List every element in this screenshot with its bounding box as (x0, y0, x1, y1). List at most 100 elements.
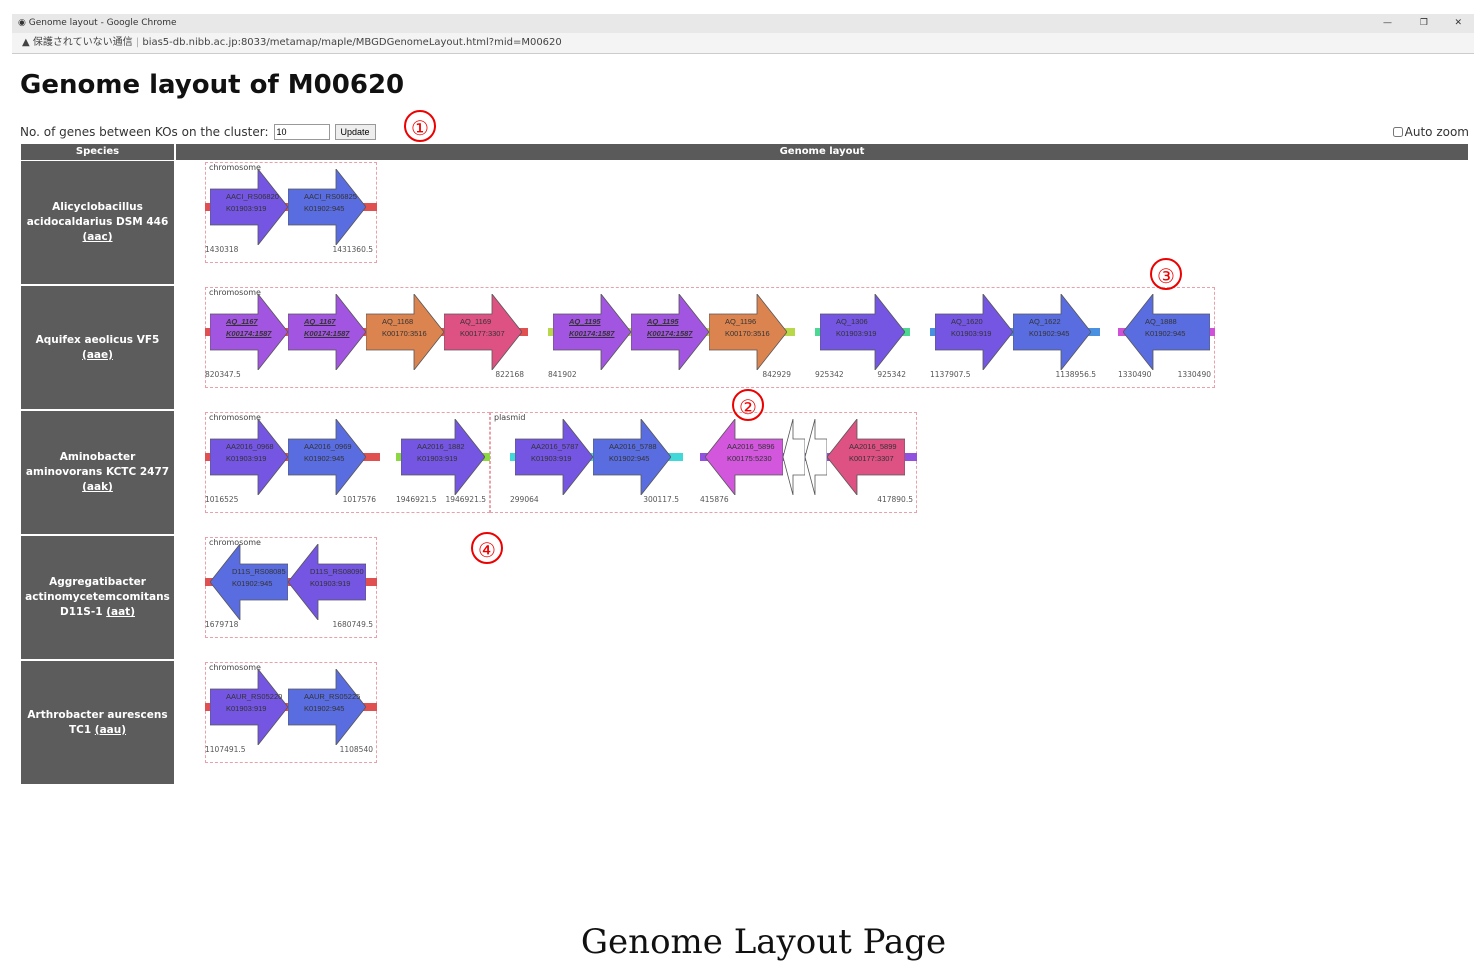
gene-ko: K01902:945 (1029, 329, 1070, 338)
cluster-start-coord: 1946921.5 (396, 495, 437, 504)
gene-arrow-shape (210, 669, 288, 745)
species-code-link[interactable]: (aat) (106, 606, 135, 618)
gene-arrow-shape (705, 419, 783, 495)
genes-between-label: No. of genes between KOs on the cluster: (20, 125, 269, 139)
gene-ko: K01902:945 (1145, 329, 1186, 338)
segment-type-label: chromosome (209, 288, 261, 297)
address-bar[interactable]: ▲ 保護されていない通信 | bias5-db.nibb.ac.jp:8033/… (12, 33, 1474, 54)
gene-name: AA2016_1882 (417, 442, 465, 451)
gene-ko: K01903:919 (417, 454, 458, 463)
gene-arrow-shape (1013, 294, 1091, 370)
gene-name: AQ_1167 (304, 317, 336, 326)
species-cell: Aquifex aeolicus VF5 (aae) (21, 286, 174, 409)
gene-arrow-shape (401, 419, 485, 495)
gene-arrow-shape (444, 294, 522, 370)
cluster-end-coord: 1017576 (342, 495, 376, 504)
cluster-start-coord: 1679718 (205, 620, 239, 629)
gene-ko: K01903:919 (226, 454, 267, 463)
gene-ko: K01903:919 (836, 329, 877, 338)
gene-arrow-shape (631, 294, 709, 370)
gene-ko: K01902:945 (304, 204, 345, 213)
security-label: 保護されていない通信 (32, 37, 133, 48)
gene-ko: K01902:945 (304, 454, 345, 463)
auto-zoom-toggle[interactable]: Auto zoom (1392, 125, 1469, 139)
gene-name: AAUR_RS05220 (226, 692, 283, 701)
cluster-start-coord: 1430318 (205, 245, 239, 254)
species-name: Aminobacter aminovorans KCTC 2477 (25, 451, 170, 478)
species-code-link[interactable]: (aac) (82, 231, 113, 243)
gene-arrow-shape (553, 294, 631, 370)
gene-name: AQ_1169 (460, 317, 492, 326)
segment-type-label: chromosome (209, 163, 261, 172)
cluster-start-coord: 1330490 (1118, 370, 1152, 379)
gene-name: AQ_1167 (226, 317, 258, 326)
gene-arrow[interactable] (805, 419, 827, 495)
cluster-start-coord: 820347.5 (205, 370, 241, 379)
gene-name: AQ_1195 (647, 317, 679, 326)
genes-between-input[interactable] (273, 124, 330, 140)
restore-button[interactable]: ❐ (1419, 18, 1428, 28)
species-cell: Arthrobacter aurescens TC1 (aau) (21, 661, 174, 784)
species-name: Aggregatibacter actinomycetemcomitans D1… (25, 576, 170, 618)
annotation-4: ④ (471, 532, 503, 564)
url-text[interactable]: bias5-db.nibb.ac.jp:8033/metamap/maple/M… (142, 37, 562, 48)
cluster-start-coord: 1137907.5 (930, 370, 971, 379)
gene-ko: K00174:1587 (226, 329, 272, 338)
cluster-end-coord: 1108540 (339, 745, 373, 754)
species-code-link[interactable]: (aae) (82, 348, 113, 361)
segment-box-plasmid: plasmid (490, 412, 917, 513)
cluster-start-coord: 415876 (700, 495, 729, 504)
gene-name: AA2016_5787 (531, 442, 579, 451)
segment-box-chromosome: chromosome (205, 162, 377, 263)
gene-name: AQ_1195 (569, 317, 601, 326)
close-button[interactable]: ✕ (1454, 18, 1462, 28)
cluster-end-coord: 300117.5 (643, 495, 679, 504)
species-code-link[interactable]: (aak) (82, 481, 113, 493)
gene-name: AQ_1168 (382, 317, 414, 326)
cluster-start-coord: 1107491.5 (205, 745, 246, 754)
gene-ko: K01902:945 (304, 704, 345, 713)
species-cell: Aminobacter aminovorans KCTC 2477 (aak) (21, 411, 174, 534)
gene-arrow[interactable] (783, 419, 805, 495)
minimize-button[interactable]: — (1383, 18, 1392, 28)
segment-type-label: chromosome (209, 538, 261, 547)
gene-ko: K01902:945 (232, 579, 273, 588)
auto-zoom-checkbox[interactable] (1392, 127, 1403, 137)
cluster-end-coord: 1330490 (1177, 370, 1211, 379)
update-button[interactable]: Update (334, 124, 376, 140)
cluster-end-coord: 842929 (762, 370, 791, 379)
gene-ko: K00174:1587 (304, 329, 350, 338)
gene-name: AQ_1620 (951, 317, 983, 326)
gene-arrow-shape (288, 169, 366, 245)
annotation-3: ③ (1150, 258, 1182, 290)
gene-name: AACI_RS06820 (226, 192, 279, 201)
gene-arrow-shape (288, 294, 366, 370)
gene-ko: K00177:3307 (849, 454, 894, 463)
species-code-link[interactable]: (aau) (94, 723, 127, 736)
gene-ko: K00175:5230 (727, 454, 772, 463)
